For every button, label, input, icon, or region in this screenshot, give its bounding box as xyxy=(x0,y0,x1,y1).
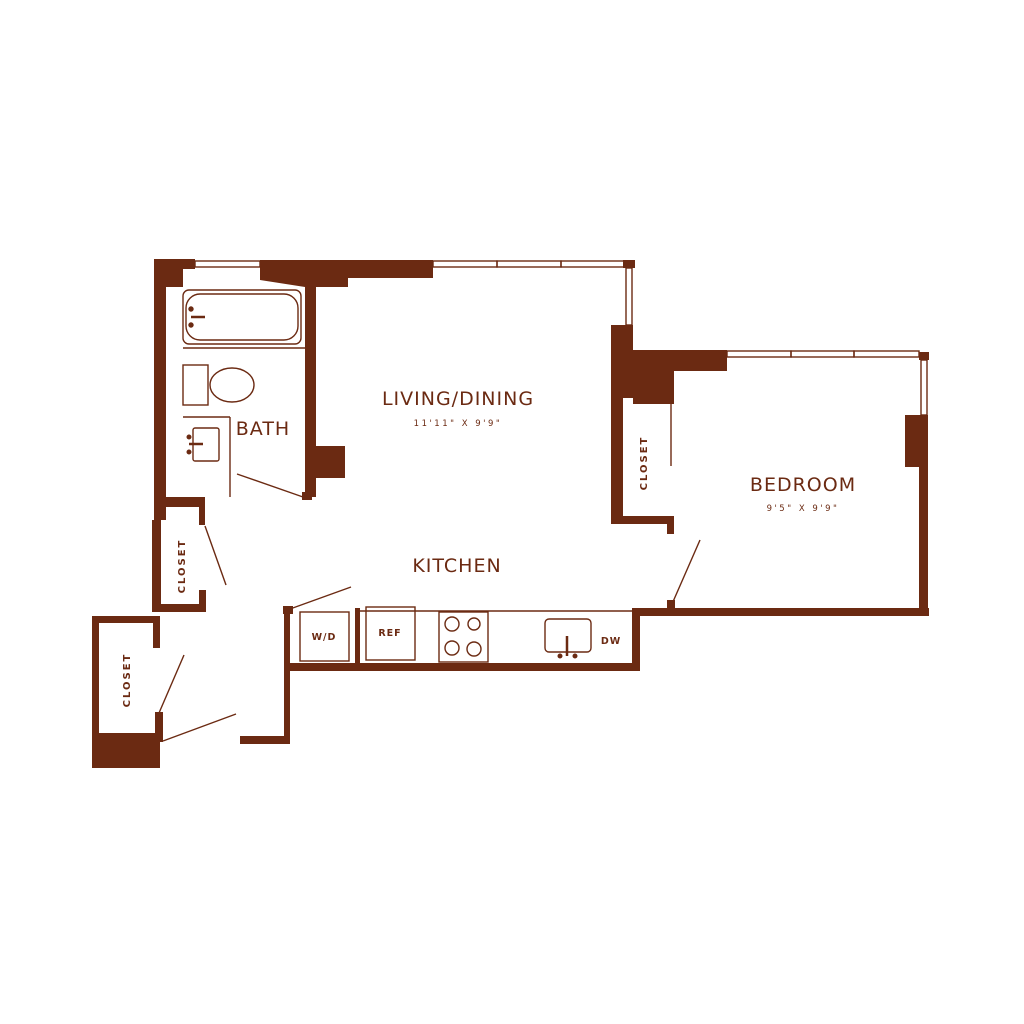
living-dining-label: LIVING/DINING xyxy=(382,388,534,410)
wall-living-right-top xyxy=(623,260,635,268)
window-bedroom-1 xyxy=(726,350,792,358)
bathtub-icon xyxy=(182,289,302,345)
wall-bath-door-jamb xyxy=(302,492,312,500)
window-bath xyxy=(194,260,261,268)
entry-door-swing[interactable] xyxy=(162,713,237,742)
window-living-3 xyxy=(560,260,625,268)
wall-top-middle xyxy=(260,260,433,296)
wall-entry-closet-top xyxy=(92,616,160,623)
entry-closet-door-swing[interactable] xyxy=(158,654,185,714)
refrigerator-box xyxy=(365,606,416,661)
window-living-2 xyxy=(496,260,562,268)
window-living-side xyxy=(625,267,633,326)
bedroom-closet-label: CLOSET xyxy=(639,436,650,491)
living-dining-dimensions: 11'11" X 9'9" xyxy=(414,419,503,429)
kitchen-sink-icon xyxy=(544,618,592,659)
door-swings xyxy=(158,347,701,742)
wall-kitchen-jamb xyxy=(283,606,293,614)
window-living-1 xyxy=(432,260,498,268)
wall-hall-closet-jamb xyxy=(199,590,206,610)
hall-closet-label: CLOSET xyxy=(177,539,188,594)
hall-closet-door-swing[interactable] xyxy=(204,525,227,586)
dishwasher-label: DW xyxy=(601,636,621,647)
wall-entry-closet-left xyxy=(92,616,99,768)
wall-kitchen-divider xyxy=(355,608,360,668)
bath-door-swing[interactable] xyxy=(236,473,304,498)
wall-bedroom-closet-jamb xyxy=(667,516,674,534)
wall-bedroom-jamb-low xyxy=(667,600,675,610)
wall-bath-bottom xyxy=(154,480,205,525)
wall-bath-right xyxy=(305,287,316,497)
wall-entry-closet-block xyxy=(92,733,160,768)
wall-bedroom-right xyxy=(919,415,928,615)
wall-bedroom-bottom xyxy=(632,608,929,616)
window-bedroom-side xyxy=(920,359,928,416)
windows xyxy=(194,260,928,416)
wall-top-left-corner xyxy=(154,259,195,520)
wall-bedroom-column xyxy=(905,415,928,467)
bath-label: BATH xyxy=(236,418,290,440)
wall-entry-jamb xyxy=(155,712,163,742)
window-bedroom-3 xyxy=(853,350,920,358)
wall-entry-closet-right xyxy=(153,616,160,648)
wall-bedroom-right-top xyxy=(919,352,929,360)
washer-dryer-label: W/D xyxy=(312,632,337,643)
kitchen-label: KITCHEN xyxy=(412,555,501,577)
wall-kitchen-bottom xyxy=(288,663,640,671)
wall-hall-left xyxy=(152,520,161,612)
kitchen-door-swing[interactable] xyxy=(289,586,352,610)
bedroom-label: BEDROOM xyxy=(750,474,856,496)
wall-entry-right-jamb xyxy=(240,736,288,744)
wall-pillar-kitchen xyxy=(305,446,345,478)
bath-sink-icon xyxy=(186,427,220,462)
bedroom-dimensions: 9'5" X 9'9" xyxy=(767,504,840,514)
cooktop-icon xyxy=(438,611,489,663)
wall-kitchen-left xyxy=(284,608,290,744)
wall-kitchen-right xyxy=(632,612,640,671)
wall-bedroom-closet-bottom xyxy=(611,516,674,524)
entry-closet-label: CLOSET xyxy=(122,653,133,708)
wall-bedroom-left xyxy=(611,325,727,522)
toilet-icon xyxy=(182,364,255,406)
window-bedroom-2 xyxy=(790,350,855,358)
washer-dryer-box xyxy=(299,611,350,662)
walls xyxy=(92,259,929,768)
bedroom-door-swing[interactable] xyxy=(671,539,701,605)
refrigerator-label: REF xyxy=(378,628,401,639)
fixtures xyxy=(182,289,592,663)
wall-hall-closet-bottom xyxy=(152,604,206,612)
